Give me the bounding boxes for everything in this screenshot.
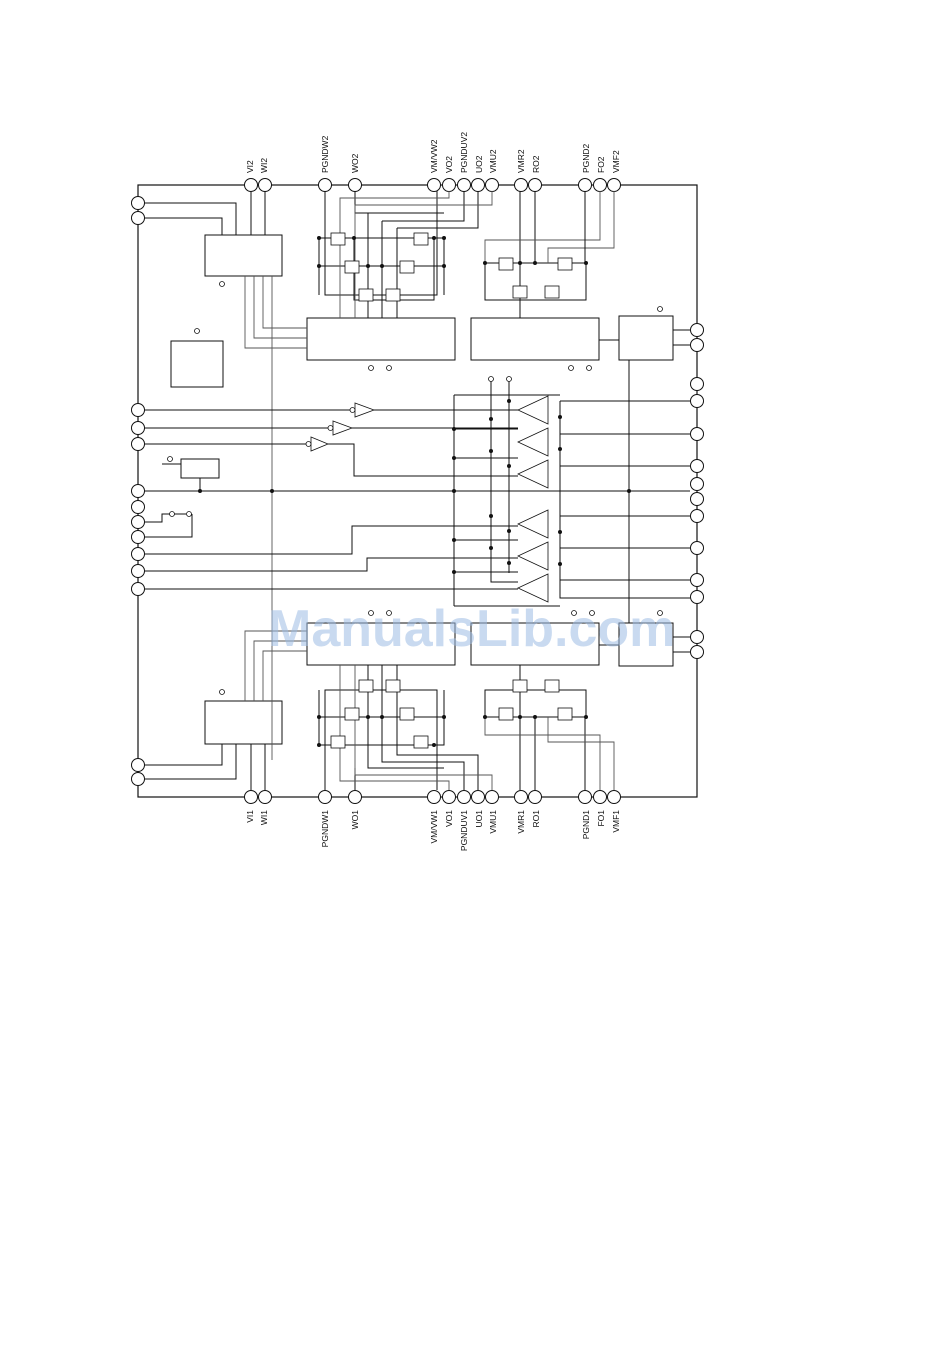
pin-pgnduv2 [458,179,471,192]
pin-label-wo1: WO1 [350,810,360,830]
pin-label-vmvw2: VM/VW2 [429,139,439,173]
pin-label-fo1: FO1 [596,810,606,827]
pin-label-pgnduv1: PGNDUV1 [459,810,469,851]
pin-vi1 [245,791,258,804]
pin-wi1 [259,791,272,804]
comparator-array [518,396,548,602]
pin-vi2 [245,179,258,192]
pin-pgndw1 [319,791,332,804]
pin-label-fo2: FO2 [596,156,606,173]
pin-vmf1 [608,791,621,804]
pin-vo2 [443,179,456,192]
pin-wi2 [259,179,272,192]
wiring-middle [144,380,690,606]
pin-label-pgnd1: PGND1 [581,810,591,840]
pin-label-vmf1: VMF1 [611,810,621,833]
pin-uo2 [472,179,485,192]
pin-label-vi2: VI2 [245,160,255,173]
pin-label-vo2: VO2 [444,156,454,173]
pin-label-wi2: WI2 [259,158,269,173]
pin-vmr2 [515,179,528,192]
control-block-2 [619,316,673,360]
watermark: ManualsLib.com [268,600,675,658]
pin-label-pgnduv2: PGNDUV2 [459,132,469,173]
pin-label-vmf2: VMF2 [611,150,621,173]
predriver-block-2-left [307,318,455,360]
pin-vo1 [443,791,456,804]
top-pin-labels: VI2 WI2 PGNDW2 WO2 VM/VW2 VO2 PGNDUV2 UO… [245,132,621,173]
pin-label-vo1: VO1 [444,810,454,827]
reference-block [171,341,223,387]
pin-pgnd2 [579,179,592,192]
regulator-block [181,459,219,478]
pin-fo2 [594,179,607,192]
pin-label-pgnd2: PGND2 [581,143,591,173]
pin-label-vmr2: VMR2 [516,149,526,173]
predriver-block-2-right [471,318,599,360]
pin-vm-vw2 [428,179,441,192]
pin-uo1 [472,791,485,804]
pin-label-vmvw1: VM/VW1 [429,810,439,844]
pin-label-vmr1: VMR1 [516,810,526,834]
bottom-pin-labels: VI1 WI1 PGNDW1 WO1 VM/VW1 VO1 PGNDUV1 UO… [245,810,621,851]
input-block-2 [205,235,282,276]
pin-vmr1 [515,791,528,804]
pin-vmf2 [608,179,621,192]
pin-pgnd1 [579,791,592,804]
pin-label-vi1: VI1 [245,810,255,823]
pin-label-wi1: WI1 [259,810,269,825]
pin-label-vmu1: VMU1 [488,810,498,834]
pin-label-wo2: WO2 [350,153,360,173]
pin-ro1 [529,791,542,804]
pin-wo1 [349,791,362,804]
pin-label-ro1: RO1 [531,810,541,828]
pin-label-pgndw2: PGNDW2 [320,135,330,173]
pin-vmu2 [486,179,499,192]
pin-label-uo2: UO2 [474,155,484,173]
pin-label-uo1: UO1 [474,810,484,828]
pin-label-pgndw1: PGNDW1 [320,810,330,848]
pin-pgndw2 [319,179,332,192]
pin-ro2 [529,179,542,192]
pin-label-ro2: RO2 [531,155,541,173]
pin-pgnduv1 [458,791,471,804]
pin-fo1 [594,791,607,804]
pin-vmu1 [486,791,499,804]
input-block-1 [205,701,282,744]
pin-wo2 [349,179,362,192]
pin-vm-vw1 [428,791,441,804]
pin-label-vmu2: VMU2 [488,149,498,173]
